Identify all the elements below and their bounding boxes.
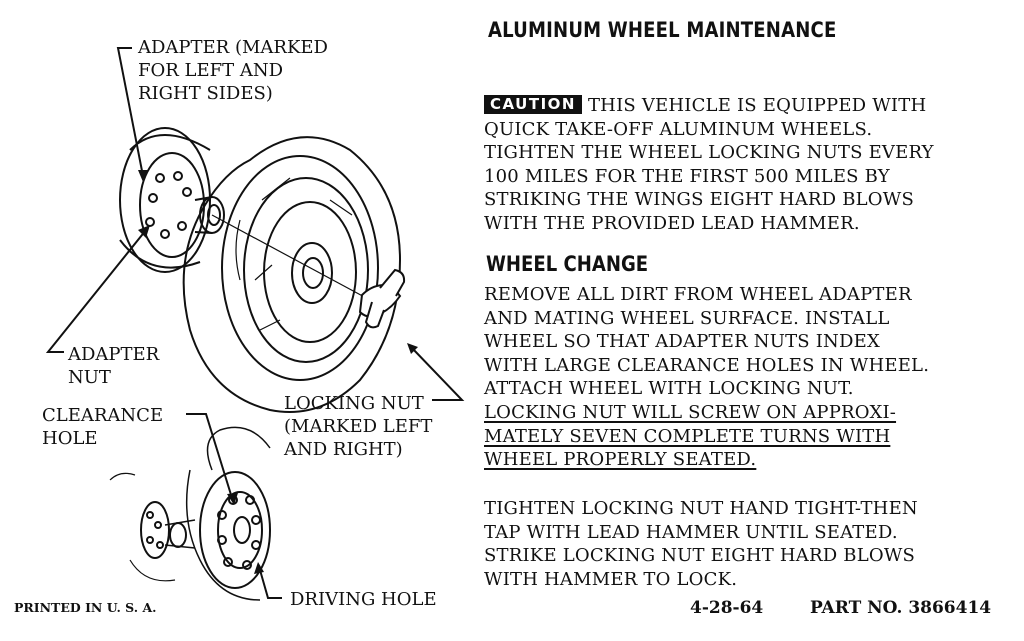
caution-line: QUICK TAKE-OFF ALUMINUM WHEELS. (484, 118, 873, 140)
wheel-change-underlined-line: LOCKING NUT WILL SCREW ON APPROXI- (484, 401, 897, 423)
locking-nut-drawing (358, 268, 406, 329)
clearance-hole-callout: CLEARANCE HOLE (42, 404, 163, 450)
callout-line: ADAPTER (MARKED (138, 37, 328, 58)
callout-line: HOLE (42, 428, 98, 449)
wheel-change-underlined-line: MATELY SEVEN COMPLETE TURNS WITH (484, 425, 891, 447)
wheel-change-heading: WHEEL CHANGE (486, 252, 649, 276)
caution-line: WITH THE PROVIDED LEAD HAMMER. (484, 212, 860, 234)
caution-line: STRIKING THE WINGS EIGHT HARD BLOWS (484, 189, 914, 211)
clearance-hole-leader (186, 413, 233, 499)
printed-in-usa: PRINTED IN U. S. A. (14, 600, 157, 615)
locking-nut-callout: LOCKING NUT (MARKED LEFT AND RIGHT) (284, 392, 432, 461)
callout-line: FOR LEFT AND (138, 60, 284, 81)
axis-line (211, 214, 371, 301)
caution-line: THIS VEHICLE IS EQUIPPED WITH (587, 95, 927, 116)
callout-line: CLEARANCE (42, 405, 164, 426)
wheel-illustration (45, 47, 465, 601)
adapter-nut-leader (45, 229, 147, 353)
callout-line: LOCKING NUT (284, 393, 424, 414)
wheel-change-line: WHEEL SO THAT ADAPTER NUTS INDEX (484, 331, 880, 353)
adapter-nut-callout: ADAPTER NUT (68, 343, 159, 389)
callout-line: NUT (68, 367, 111, 388)
locking-nut-leader (411, 347, 465, 401)
wheel-change-underlined-line: WHEEL PROPERLY SEATED. (484, 449, 757, 471)
part-number: PART NO. 3866414 (810, 598, 992, 618)
callout-line: RIGHT SIDES) (138, 83, 273, 104)
tire-wheel-drawing (182, 136, 402, 413)
adapter-callout: ADAPTER (MARKED FOR LEFT AND RIGHT SIDES… (138, 36, 328, 105)
tighten-line: WITH HAMMER TO LOCK. (484, 568, 738, 590)
driving-hole-callout: DRIVING HOLE (290, 589, 437, 610)
driving-hole-leader (259, 569, 282, 599)
wheel-change-line: REMOVE ALL DIRT FROM WHEEL ADAPTER (484, 284, 912, 305)
detail-view-drawing (109, 426, 271, 601)
tighten-line: TIGHTEN LOCKING NUT HAND TIGHT-THEN (484, 498, 918, 519)
caution-line: TIGHTEN THE WHEEL LOCKING NUTS EVERY (484, 142, 934, 164)
print-date: 4-28-64 (690, 598, 764, 618)
caution-section: CAUTION THIS VEHICLE IS EQUIPPED WITH QUI… (484, 94, 1014, 236)
tighten-line: STRIKE LOCKING NUT EIGHT HARD BLOWS (484, 545, 916, 567)
page-title: ALUMINUM WHEEL MAINTENANCE (488, 18, 837, 42)
wheel-change-section: REMOVE ALL DIRT FROM WHEEL ADAPTER AND M… (484, 283, 1014, 472)
wheel-change-line: ATTACH WHEEL WITH LOCKING NUT. (484, 378, 854, 400)
callout-line: ADAPTER (68, 344, 160, 365)
tighten-line: TAP WITH LEAD HAMMER UNTIL SEATED. (484, 521, 898, 543)
tighten-section: TIGHTEN LOCKING NUT HAND TIGHT-THEN TAP … (484, 497, 1014, 591)
callout-line: (MARKED LEFT (284, 416, 433, 437)
wheel-change-line: WITH LARGE CLEARANCE HOLES IN WHEEL. (484, 354, 930, 376)
caution-line: 100 MILES FOR THE FIRST 500 MILES BY (484, 165, 890, 187)
wheel-change-line: AND MATING WHEEL SURFACE. INSTALL (484, 307, 890, 329)
caution-badge: CAUTION (484, 95, 582, 114)
callout-line: AND RIGHT) (284, 439, 403, 460)
adapter-leader (116, 47, 144, 177)
